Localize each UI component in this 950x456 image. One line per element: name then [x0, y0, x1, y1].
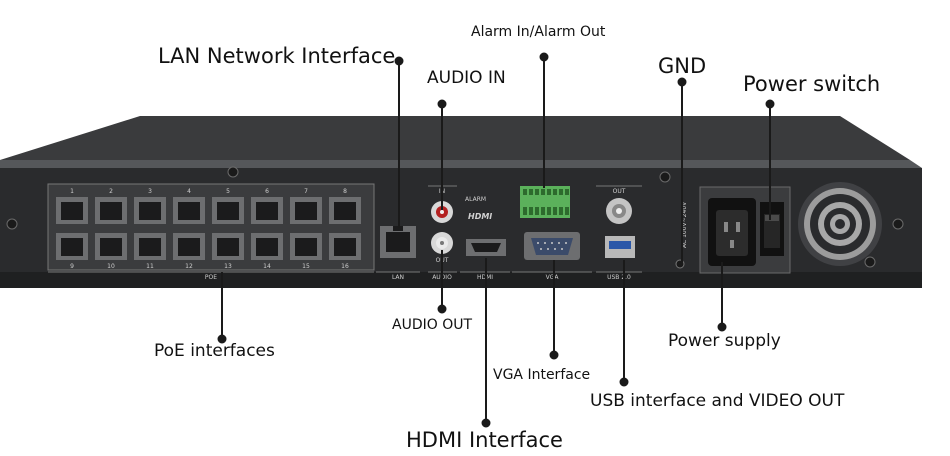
label-poe: PoE interfaces [154, 341, 275, 361]
svg-text:13: 13 [224, 263, 232, 270]
screw [864, 256, 876, 268]
svg-text:6: 6 [265, 188, 269, 195]
alarm-caption: ALARM [465, 196, 486, 203]
rear-face-shade [0, 272, 922, 288]
rj45-port [173, 233, 205, 260]
screw [6, 218, 18, 230]
rj45-port [56, 233, 88, 260]
rj45-port [212, 233, 244, 260]
video-out-mark: OUT [613, 188, 626, 195]
poe-bottom-row [56, 233, 361, 260]
rj45-port [56, 197, 88, 224]
rj45-port [95, 197, 127, 224]
label-power-supply: Power supply [668, 331, 781, 351]
svg-text:16: 16 [341, 263, 349, 270]
label-usb: USB interface and VIDEO OUT [590, 391, 845, 411]
voltage-label: AC 100V~240V [681, 201, 688, 248]
rj45-port [134, 197, 166, 224]
rj45-port [251, 233, 283, 260]
svg-text:10: 10 [107, 263, 115, 270]
svg-text:3: 3 [148, 188, 152, 195]
svg-text:5: 5 [226, 188, 230, 195]
svg-text:4: 4 [187, 188, 191, 195]
label-audio-in: AUDIO IN [427, 68, 506, 88]
cooling-fan [798, 182, 882, 266]
svg-text:15: 15 [302, 263, 310, 270]
alarm-terminal-screws [523, 189, 569, 215]
rj45-port [212, 197, 244, 224]
poe-bottom-numbers: 9 10 11 12 13 14 15 16 [70, 263, 349, 270]
svg-text:11: 11 [146, 263, 154, 270]
svg-text:14: 14 [263, 263, 271, 270]
hdmi-port [466, 239, 506, 256]
svg-text:1: 1 [70, 188, 74, 195]
chassis-top-edge [0, 160, 922, 168]
rj45-port [173, 197, 205, 224]
rj45-port [329, 197, 361, 224]
svg-text:2: 2 [109, 188, 113, 195]
lan-caption: LAN [392, 274, 404, 281]
rj45-port [329, 233, 361, 260]
chassis-top [0, 116, 910, 160]
poe-top-row [56, 197, 361, 224]
label-lan: LAN Network Interface [158, 44, 396, 68]
label-hdmi: HDMI Interface [406, 428, 563, 452]
poe-top-numbers: 1 2 3 4 5 6 7 8 [70, 188, 347, 195]
rj45-port [290, 197, 322, 224]
usb-port [605, 236, 635, 258]
label-gnd: GND [658, 54, 707, 78]
power-socket [708, 198, 756, 266]
rj45-port [290, 233, 322, 260]
svg-text:8: 8 [343, 188, 347, 195]
rocker-switch [760, 202, 784, 256]
vga-port [524, 232, 580, 260]
rj45-port [251, 197, 283, 224]
svg-text:12: 12 [185, 263, 193, 270]
svg-text:7: 7 [304, 188, 308, 195]
vga-caption: VGA [546, 274, 560, 281]
label-audio-out: AUDIO OUT [392, 317, 473, 333]
label-power-switch: Power switch [743, 72, 881, 96]
screw [227, 166, 239, 178]
hdmi-logo: HDMI [468, 212, 492, 221]
screw [659, 171, 671, 183]
usb-caption: USB 2.0 [607, 274, 631, 281]
rj45-port [95, 233, 127, 260]
rj45-port [134, 233, 166, 260]
poe-caption: POE [205, 274, 217, 281]
label-vga: VGA Interface [493, 367, 591, 383]
label-alarm: Alarm In/Alarm Out [471, 24, 606, 40]
screw [892, 218, 904, 230]
lan-port [380, 226, 416, 258]
leader-lines [217, 52, 775, 428]
svg-text:9: 9 [70, 263, 74, 270]
